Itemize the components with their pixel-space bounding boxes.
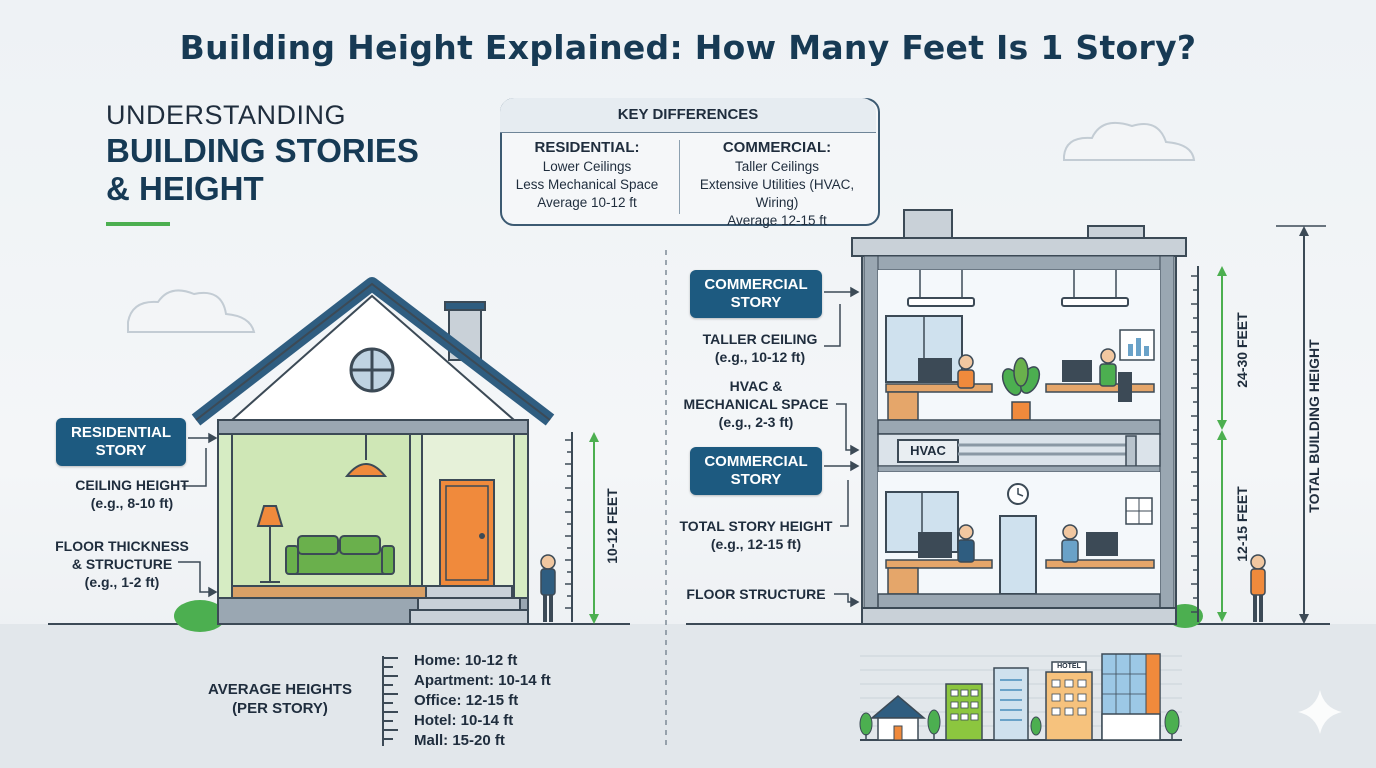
hvac-space-label: HVAC & MECHANICAL SPACE (e.g., 2-3 ft) xyxy=(672,377,840,431)
subtitle-underline xyxy=(106,222,170,226)
average-heights-label: AVERAGE HEIGHTS (PER STORY) xyxy=(196,680,364,718)
sparkle-icon xyxy=(1298,690,1342,734)
label-line: (PER STORY) xyxy=(232,700,328,717)
dim-top-label: 24-30 FEET xyxy=(1234,312,1250,388)
label-line: & STRUCTURE xyxy=(71,556,173,572)
key-residential-title: RESIDENTIAL: xyxy=(534,139,640,156)
badge-line: COMMERCIAL xyxy=(704,276,808,293)
list-item: Mall: 15-20 ft xyxy=(414,732,505,749)
subtitle-line-3: & HEIGHT xyxy=(106,170,264,207)
badge-line: COMMERCIAL xyxy=(704,453,808,470)
label-line: TOTAL STORY HEIGHT xyxy=(679,518,833,534)
key-commercial-item: Wiring) xyxy=(755,195,799,210)
key-commercial-item: Extensive Utilities (HVAC, xyxy=(699,177,855,192)
ceiling-height-label: CEILING HEIGHT (e.g., 8-10 ft) xyxy=(52,476,212,512)
label-line: (e.g., 12-15 ft) xyxy=(710,536,802,552)
label-line: (e.g., 1-2 ft) xyxy=(84,574,160,590)
subtitle-main: BUILDING STORIES & HEIGHT xyxy=(106,132,419,208)
badge-line: STORY xyxy=(730,294,782,311)
commercial-story-badge-bottom: COMMERCIAL STORY xyxy=(690,447,822,495)
average-heights-list: Home: 10-12 ft Apartment: 10-14 ft Offic… xyxy=(414,651,551,751)
key-divider xyxy=(679,140,680,214)
office-ruler xyxy=(1191,225,1326,624)
office-building-illustration xyxy=(851,209,1187,625)
key-residential-item: Average 10-12 ft xyxy=(537,195,637,210)
key-commercial-item: Taller Ceilings xyxy=(734,159,820,174)
person-icon xyxy=(1250,554,1266,622)
list-item: Hotel: 10-14 ft xyxy=(414,712,514,729)
total-story-height-label: TOTAL STORY HEIGHT (e.g., 12-15 ft) xyxy=(670,517,842,553)
label-line: AVERAGE HEIGHTS xyxy=(208,681,352,698)
label-line: (e.g., 10-12 ft) xyxy=(714,349,806,365)
page-title: Building Height Explained: How Many Feet… xyxy=(179,28,1197,67)
hotel-sign: HOTEL xyxy=(1057,663,1081,670)
label-line: (e.g., 2-3 ft) xyxy=(718,414,794,430)
cloud-icon xyxy=(1063,122,1196,161)
list-item: Apartment: 10-14 ft xyxy=(414,672,551,689)
floor-structure-label: FLOOR STRUCTURE xyxy=(686,586,826,602)
label-line: TALLER CEILING xyxy=(702,331,818,347)
key-commercial-title: COMMERCIAL: xyxy=(722,139,832,156)
badge-line: STORY xyxy=(730,471,782,488)
taller-ceiling-label: TALLER CEILING (e.g., 10-12 ft) xyxy=(690,330,830,366)
commercial-leaders xyxy=(824,286,860,608)
list-item: Home: 10-12 ft xyxy=(414,652,518,669)
key-residential-item: Less Mechanical Space xyxy=(515,177,659,192)
average-ruler xyxy=(382,656,398,746)
label-line: FLOOR THICKNESS xyxy=(55,538,189,554)
key-differences-heading: KEY DIFFERENCES xyxy=(500,98,876,133)
key-commercial-item: Average 12-15 ft xyxy=(727,213,827,228)
total-building-height-label: TOTAL BUILDING HEIGHT xyxy=(1306,339,1322,513)
residential-story-badge: RESIDENTIAL STORY xyxy=(56,418,186,466)
commercial-story-badge-top: COMMERCIAL STORY xyxy=(690,270,822,318)
subtitle-line-2: BUILDING STORIES xyxy=(106,132,419,169)
label-line: HVAC & xyxy=(729,378,783,394)
label-line: CEILING HEIGHT xyxy=(75,477,189,493)
label-line: MECHANICAL SPACE xyxy=(683,396,829,412)
floor-thickness-label: FLOOR THICKNESS & STRUCTURE (e.g., 1-2 f… xyxy=(44,537,200,591)
badge-line: RESIDENTIAL xyxy=(70,424,171,441)
list-item: Office: 12-15 ft xyxy=(414,692,519,709)
label-line: (e.g., 8-10 ft) xyxy=(90,495,174,511)
person-icon xyxy=(540,554,556,622)
skyline-illustration xyxy=(859,653,1182,741)
residential-dimension-label: 10-12 FEET xyxy=(604,488,620,564)
residential-leaders xyxy=(178,432,218,598)
key-residential-column: RESIDENTIAL: Lower Ceilings Less Mechani… xyxy=(494,138,680,212)
cloud-icon xyxy=(127,289,256,333)
hvac-sign: HVAC xyxy=(910,443,946,458)
key-commercial-column: COMMERCIAL: Taller Ceilings Extensive Ut… xyxy=(684,138,870,230)
dim-bottom-label: 12-15 FEET xyxy=(1234,486,1250,562)
key-residential-item: Lower Ceilings xyxy=(542,159,632,174)
badge-line: STORY xyxy=(95,442,147,459)
subtitle-line-1: UNDERSTANDING xyxy=(106,100,347,130)
house-ruler xyxy=(565,432,599,624)
